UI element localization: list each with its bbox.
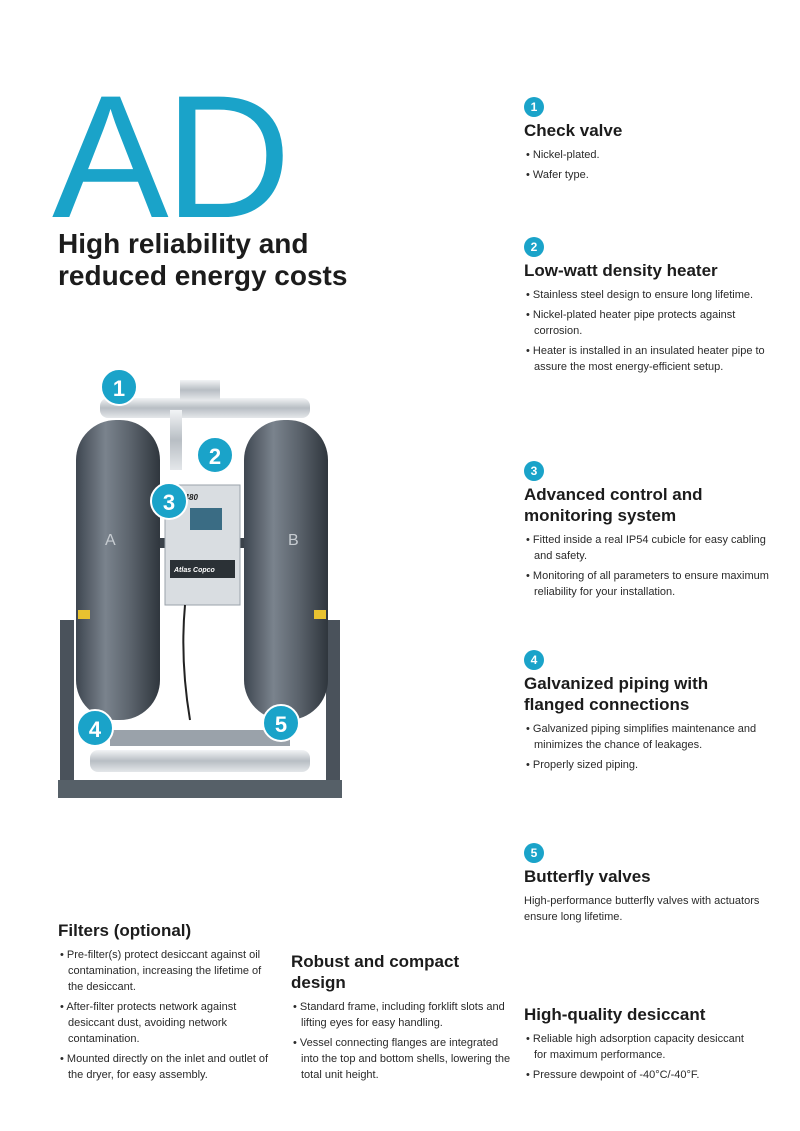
feature-number: 2: [524, 237, 544, 257]
section-item: Mounted directly on the inlet and outlet…: [58, 1051, 278, 1083]
vessel-b-label: B: [288, 532, 299, 549]
section-title: Robust and compact design: [291, 952, 460, 992]
feature-number: 3: [524, 461, 544, 481]
section-desiccant: High-quality desiccant Reliable high ads…: [524, 1001, 744, 1087]
feature-text: High-performance butterfly valves with a…: [524, 895, 760, 923]
feature-control-system: 3 Advanced control and monitoring system…: [524, 461, 774, 604]
feature-title: Check valve: [524, 121, 623, 140]
callout-4: 4: [76, 709, 114, 747]
dryer-drawing: AD480 Atlas Copco A B: [58, 380, 342, 798]
feature-item: Wafer type.: [524, 167, 774, 183]
feature-heater: 2 Low-watt density heater Stainless stee…: [524, 237, 774, 379]
vessel-a-label: A: [105, 532, 116, 549]
feature-title: Advanced control and monitoring system: [524, 485, 703, 525]
section-item: After-filter protects network against de…: [58, 999, 278, 1047]
feature-item: Nickel-plated.: [524, 147, 774, 163]
feature-title: Butterfly valves: [524, 867, 651, 886]
section-item: Vessel connecting flanges are integrated…: [291, 1035, 511, 1083]
feature-item: Nickel-plated heater pipe protects again…: [524, 307, 774, 339]
feature-item: Fitted inside a real IP54 cubicle for ea…: [524, 532, 774, 564]
feature-number: 5: [524, 843, 544, 863]
callout-1: 1: [100, 368, 138, 406]
headline-line-1: High reliability and: [58, 228, 309, 259]
feature-title: Low-watt density heater: [524, 261, 718, 280]
headline-line-2: reduced energy costs: [58, 260, 348, 291]
feature-number: 4: [524, 650, 544, 670]
feature-item: Properly sized piping.: [524, 757, 774, 773]
section-item: Pressure dewpoint of -40°C/-40°F.: [524, 1067, 744, 1083]
feature-item: Galvanized piping simplifies maintenance…: [524, 721, 774, 753]
feature-number: 1: [524, 97, 544, 117]
feature-piping: 4 Galvanized piping with flanged connect…: [524, 650, 774, 777]
section-item: Standard frame, including forklift slots…: [291, 999, 511, 1031]
callout-5: 5: [262, 704, 300, 742]
feature-item: Monitoring of all parameters to ensure m…: [524, 568, 774, 600]
feature-title: Galvanized piping with flanged connectio…: [524, 674, 709, 714]
brand-plate: Atlas Copco: [173, 567, 216, 574]
page-headline: High reliability and reduced energy cost…: [58, 228, 347, 292]
feature-item: Heater is installed in an insulated heat…: [524, 343, 774, 375]
section-robust-design: Robust and compact design Standard frame…: [291, 948, 511, 1087]
section-item: Reliable high adsorption capacity desicc…: [524, 1031, 744, 1063]
section-item: Pre-filter(s) protect desiccant against …: [58, 947, 278, 995]
feature-butterfly-valves: 5 Butterfly valves High-performance butt…: [524, 843, 774, 925]
callout-2: 2: [196, 436, 234, 474]
section-title: High-quality desiccant: [524, 1005, 706, 1024]
section-title: Filters (optional): [58, 921, 192, 940]
brand-title: AD: [52, 60, 291, 255]
feature-item: Stainless steel design to ensure long li…: [524, 287, 774, 303]
feature-check-valve: 1 Check valve Nickel-plated. Wafer type.: [524, 97, 774, 187]
dryer-illustration: AD480 Atlas Copco A B 1 2 3 4 5: [50, 360, 350, 810]
callout-3: 3: [150, 482, 188, 520]
section-filters: Filters (optional) Pre-filter(s) protect…: [58, 917, 278, 1087]
